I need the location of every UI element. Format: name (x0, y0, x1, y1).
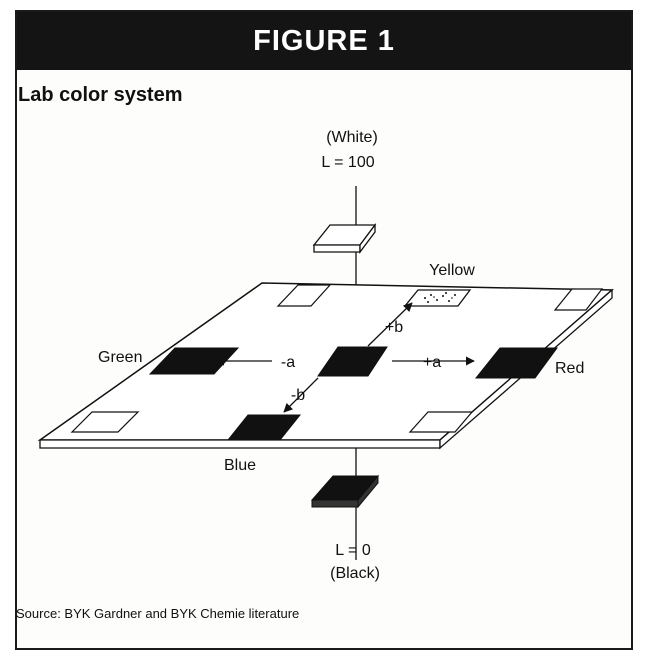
blue-swatch (226, 414, 302, 441)
figure-title: Lab color system (18, 84, 183, 106)
corner-swatch-back-left (276, 284, 332, 307)
source-note: Source: BYK Gardner and BYK Chemie liter… (16, 606, 300, 621)
red-swatch (474, 347, 558, 379)
corner-swatch-front-left (70, 411, 140, 433)
plus-b-label: +b (385, 319, 403, 336)
white-label: (White) (326, 129, 378, 146)
plus-a-label: +a (423, 354, 441, 371)
center-swatch (317, 346, 388, 377)
minus-b-label: -b (291, 387, 305, 404)
plus-b-arrow (367, 302, 413, 347)
yellow-swatch (403, 289, 472, 307)
figure-banner: FIGURE 1 (17, 12, 631, 70)
green-swatch (148, 347, 240, 375)
corner-swatch-front-right (408, 411, 474, 433)
white-swatch (312, 223, 377, 254)
minus-a-label: -a (281, 354, 295, 371)
l-max-label: L = 100 (321, 154, 374, 171)
green-label: Green (98, 349, 142, 366)
corner-swatch-back-right (553, 288, 604, 311)
black-swatch (310, 474, 380, 509)
yellow-label: Yellow (429, 262, 475, 279)
red-label: Red (555, 360, 584, 377)
blue-label: Blue (224, 457, 256, 474)
minus-b-arrow (283, 377, 319, 413)
black-label: (Black) (330, 565, 380, 582)
l-min-label: L = 0 (335, 542, 371, 559)
